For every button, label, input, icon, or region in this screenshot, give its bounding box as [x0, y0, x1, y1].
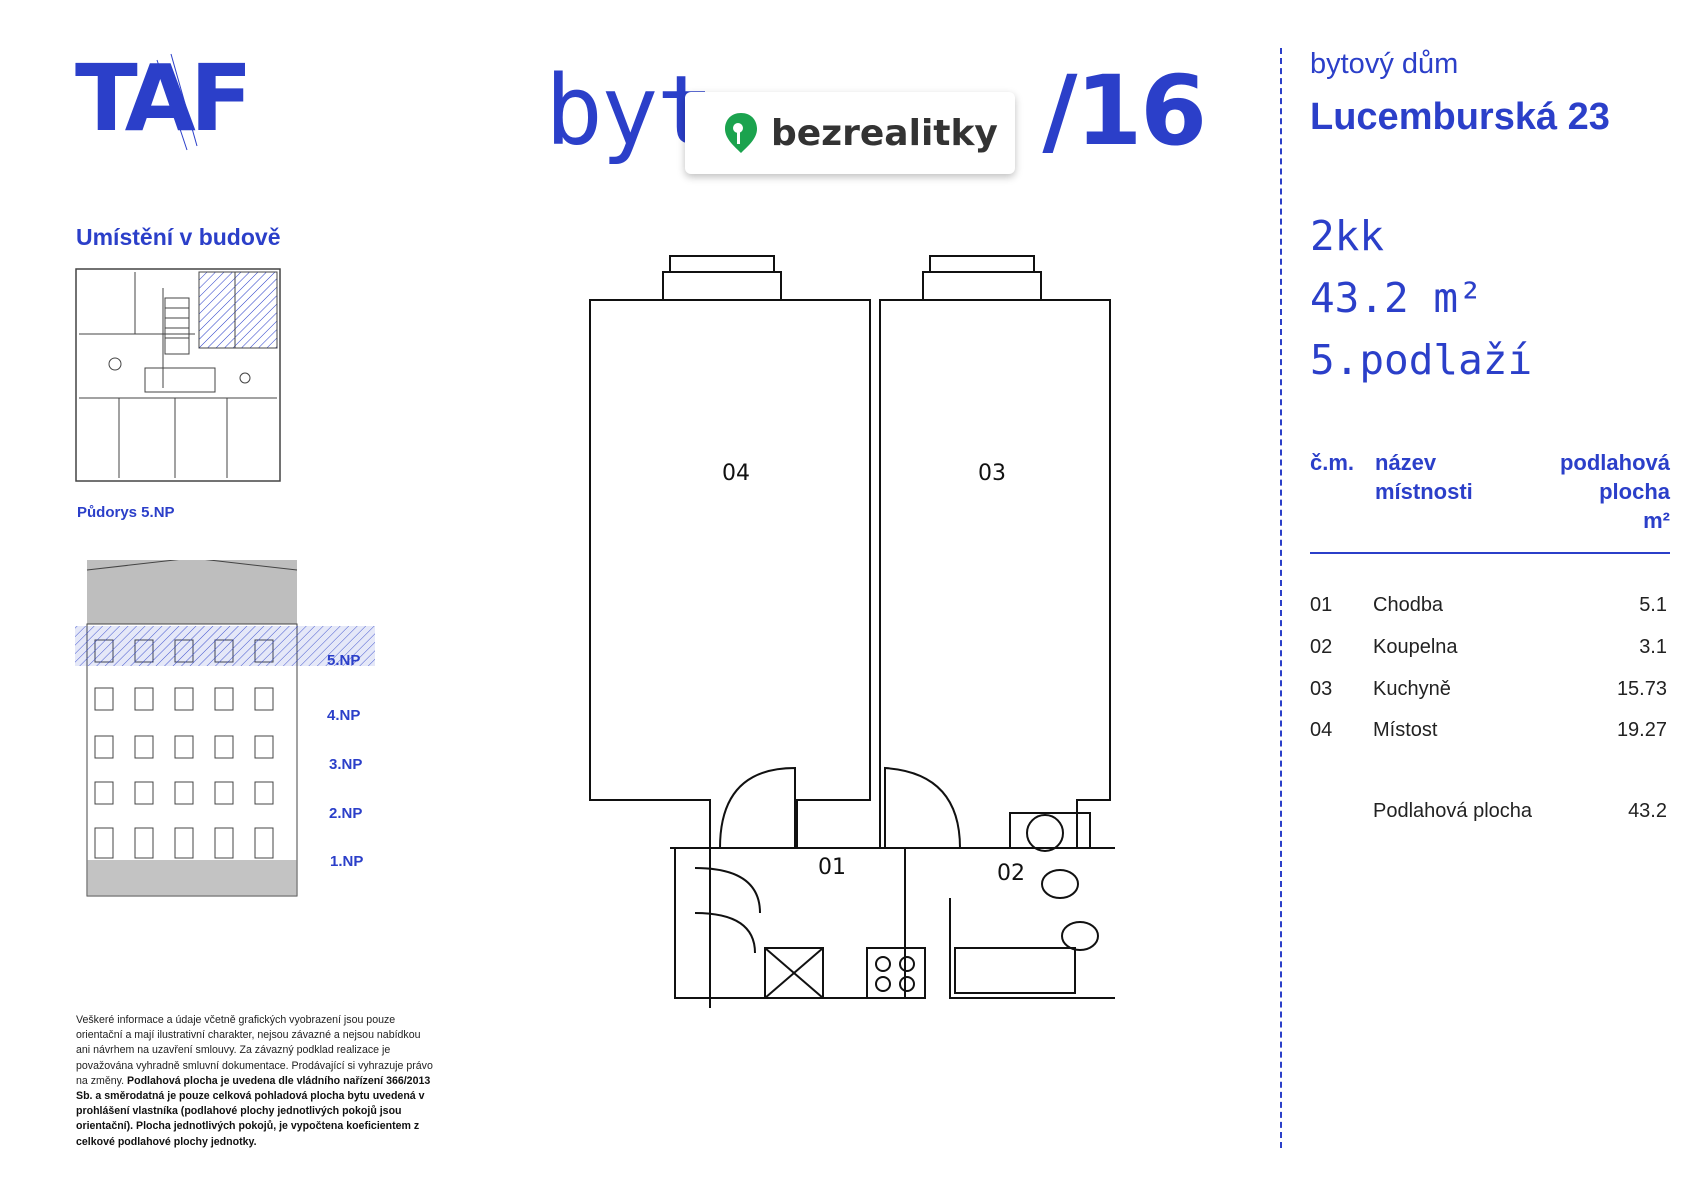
floor-label-5np: 5.NP — [327, 652, 361, 669]
bezrealitky-watermark: bezrealitky — [685, 92, 1015, 174]
table-row-no: 04 — [1310, 719, 1333, 741]
table-row-area: 5.1 — [1639, 594, 1667, 616]
disclaimer-text: Veškeré informace a údaje včetně grafick… — [76, 1014, 433, 1087]
room-label-04: 04 — [722, 461, 750, 486]
room-label-02: 02 — [997, 861, 1025, 886]
disclaimer-bold-text: Podlahová plocha je uvedena dle vládního… — [76, 1074, 431, 1148]
table-header-area-line2: plocha — [1599, 479, 1670, 504]
table-header-rule — [1310, 552, 1670, 554]
unit-area: 43.2 m² — [1310, 274, 1483, 322]
svg-text:TAF: TAF — [75, 50, 247, 152]
building-address: Lucemburská 23 — [1310, 96, 1610, 138]
unit-floor: 5.podlaží — [1310, 336, 1533, 384]
disclaimer: Veškeré informace a údaje včetně grafick… — [76, 1013, 436, 1150]
table-header-area-line1: podlahová — [1559, 450, 1670, 475]
floor-label-4np: 4.NP — [327, 707, 361, 724]
table-row-area: 19.27 — [1616, 719, 1667, 741]
table-row-area: 15.73 — [1616, 678, 1667, 700]
table-row-no: 02 — [1310, 636, 1333, 658]
building-type: bytový dům — [1310, 48, 1459, 80]
room-label-01: 01 — [818, 855, 846, 880]
location-heading: Umístění v budově — [76, 224, 281, 250]
total-area-value: 43.2 — [1628, 800, 1667, 822]
table-row-name: Koupelna — [1373, 636, 1458, 658]
unit-title-number: /16 — [1042, 55, 1207, 167]
floor-label-3np: 3.NP — [329, 756, 363, 773]
column-divider — [1280, 48, 1282, 1148]
table-header-area-line3: m² — [1643, 508, 1670, 533]
table-row-name: Chodba — [1373, 594, 1444, 616]
unit-floor-plan: 04 03 01 02 — [589, 255, 1115, 1008]
table-row-name: Kuchyně — [1373, 678, 1451, 700]
watermark-text: bezrealitky — [771, 112, 998, 154]
map-pin-icon — [725, 113, 757, 153]
table-header-name: název místnosti — [1375, 448, 1473, 506]
building-elevation — [75, 560, 375, 897]
taf-logo: TAF — [75, 50, 253, 152]
floor-plan-caption: Půdorys 5.NP — [77, 504, 175, 521]
floor-plan-thumbnail — [75, 268, 281, 482]
table-header-area: podlahová plocha m² — [1500, 448, 1670, 535]
unit-layout: 2kk — [1310, 212, 1385, 260]
table-row-no: 03 — [1310, 678, 1333, 700]
floor-label-1np: 1.NP — [330, 853, 364, 870]
room-label-03: 03 — [978, 461, 1006, 486]
table-header-name-line2: místnosti — [1375, 479, 1473, 504]
table-row-no: 01 — [1310, 594, 1333, 616]
table-header-name-line1: název — [1375, 450, 1437, 475]
floor-label-2np: 2.NP — [329, 805, 363, 822]
table-row-area: 3.1 — [1639, 636, 1667, 658]
total-area-label: Podlahová plocha — [1373, 800, 1533, 822]
table-row-name: Místost — [1373, 719, 1438, 741]
table-header-no: č.m. — [1310, 450, 1355, 475]
